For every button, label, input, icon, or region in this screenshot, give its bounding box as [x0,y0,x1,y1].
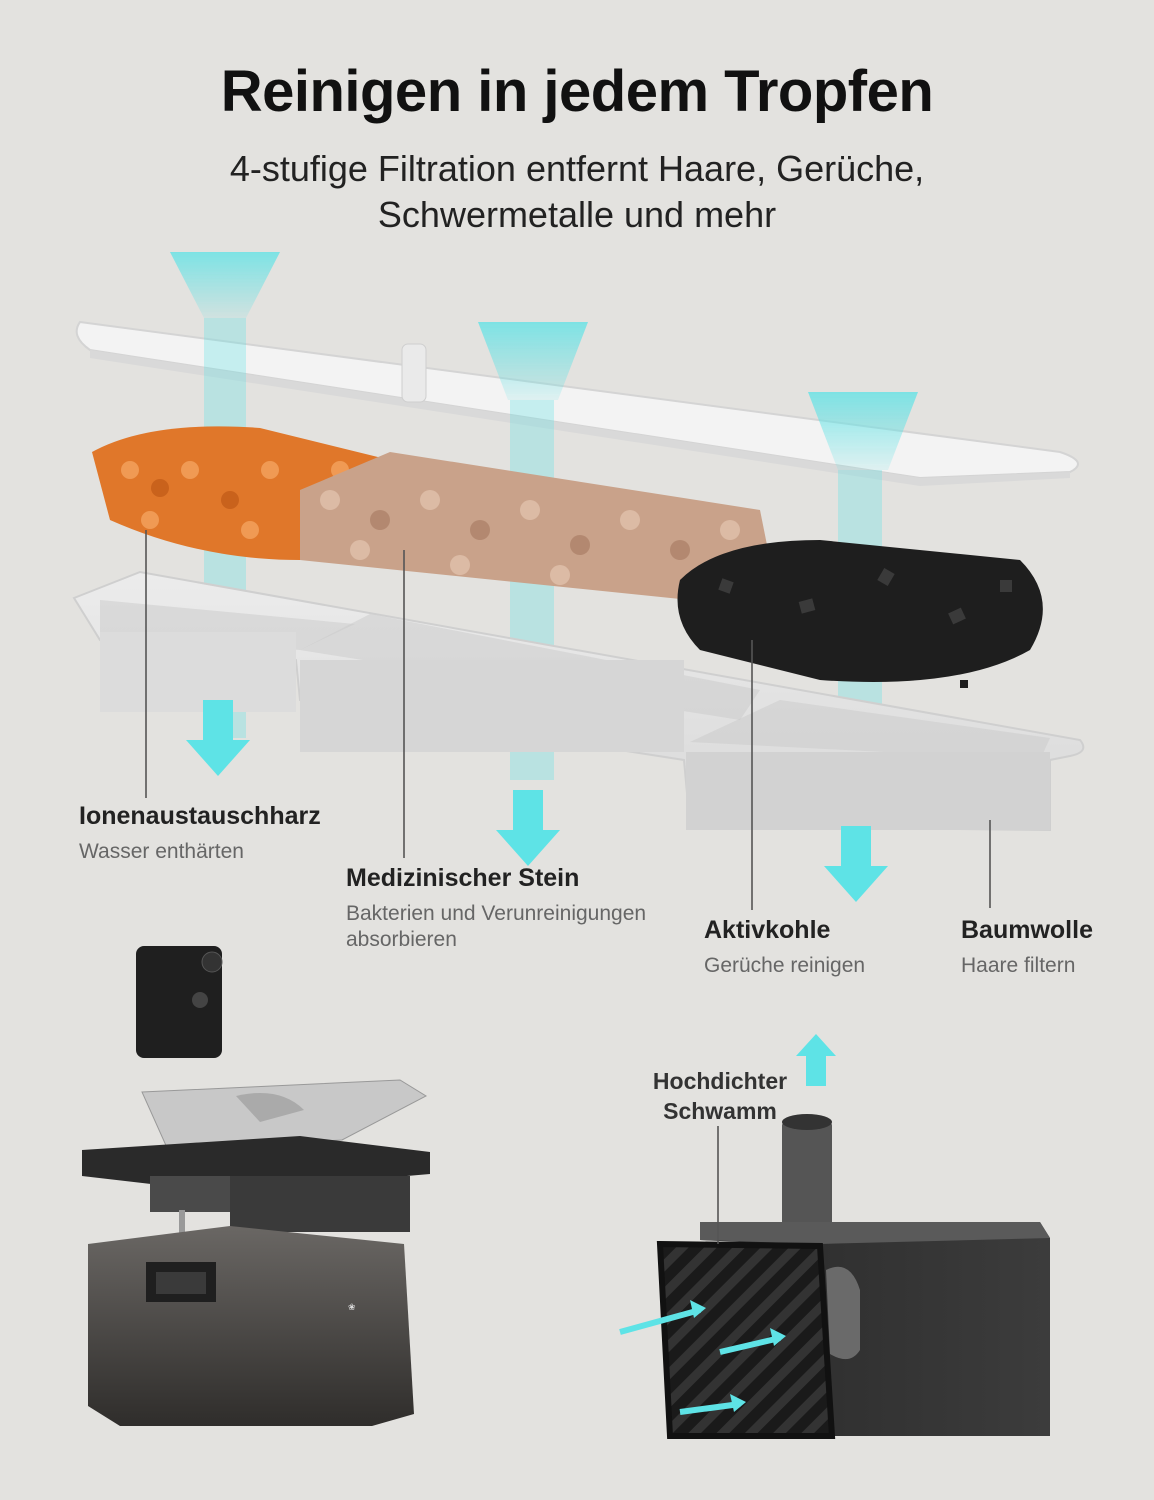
filter-tray [72,570,1085,832]
sponge-label-line-1: Hochdichter [652,1068,788,1094]
stage-desc: Bakterien und Verunreinigungen absorbier… [346,901,646,953]
subtitle-line-1: 4-stufige Filtration entfernt Haare, Ger… [229,148,925,189]
stage-desc-line-1: Bakterien und Verunreinigungen [346,902,647,925]
svg-text:❀: ❀ [348,1302,356,1312]
stage-desc-line-2: absorbieren [346,928,457,951]
medical-stone [300,452,770,600]
sponge-label: Hochdichter Schwamm [600,1066,840,1126]
stage-desc: Gerüche reinigen [704,954,866,977]
stage-name: Medizinischer Stein [346,864,580,892]
stage-label-cotton: Baumwolle Haare filtern [961,916,1093,979]
stage-name: Baumwolle [961,916,1093,944]
activated-carbon [677,540,1043,688]
arrow-down-icon [186,700,888,902]
pump-illustration [619,1034,1050,1439]
page-subtitle: 4-stufige Filtration entfernt Haare, Ger… [0,146,1154,238]
stage-desc: Wasser enthärten [79,840,244,863]
stage-label-carbon: Aktivkohle Gerüche reinigen [704,916,865,979]
subtitle-line-2: Schwermetalle und mehr [377,194,777,235]
page-title: Reinigen in jedem Tropfen [220,59,934,124]
stage-desc: Haare filtern [961,954,1076,977]
callout-lines [145,530,991,910]
sponge-label-line-2: Schwamm [663,1098,777,1124]
stage-label-stone: Medizinischer Stein Bakterien und Verunr… [346,864,646,953]
stage-label-resin: Ionenaustauschharz Wasser enthärten [79,802,321,865]
stage-name: Aktivkohle [704,916,831,944]
fountain-exploded-view: ❀ [82,946,430,1426]
stage-name: Ionenaustauschharz [79,802,321,830]
